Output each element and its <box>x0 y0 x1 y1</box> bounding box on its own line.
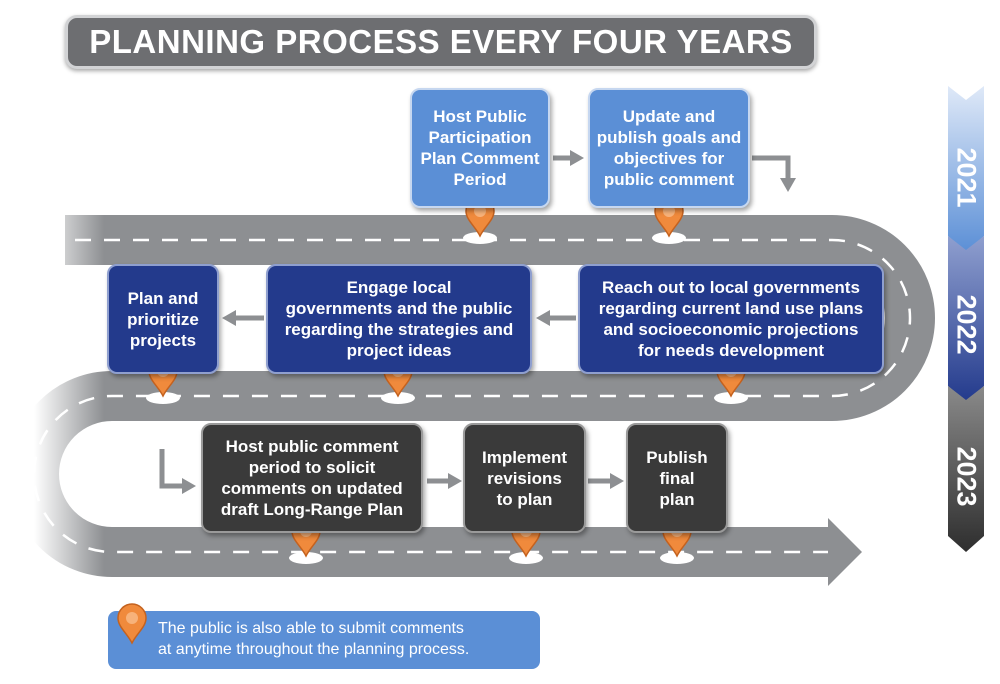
arrow-down-icon-head <box>780 178 796 192</box>
step-host-public-comment-draft: Host public comment period to solicit co… <box>201 423 423 533</box>
year-label-2022: 2022 <box>951 293 982 355</box>
arrow-left-icon-head <box>222 310 236 326</box>
step-plan-prioritize-projects: Plan and prioritize projects <box>107 264 219 374</box>
public-comment-note: The public is also able to submit commen… <box>108 611 540 669</box>
step-update-goals: Update and publish goals and objectives … <box>588 88 750 208</box>
year-label-2021: 2021 <box>951 146 982 208</box>
step-host-ppp-comment-period: Host Public Participation Plan Comment P… <box>410 88 550 208</box>
arrow-right-icon-head <box>610 473 624 489</box>
arrow-right-icon-head <box>570 150 584 166</box>
step-publish-final-plan: Publish final plan <box>626 423 728 533</box>
page-title: PLANNING PROCESS EVERY FOUR YEARS <box>89 23 793 60</box>
map-pin-icon <box>117 603 147 645</box>
arrow-down-icon <box>752 155 791 180</box>
title-banner: PLANNING PROCESS EVERY FOUR YEARS <box>65 15 817 69</box>
arrow-right-icon <box>159 449 184 489</box>
arrow-right-icon-head <box>448 473 462 489</box>
year-label-2023: 2023 <box>951 445 982 507</box>
step-reach-out-local-governments: Reach out to local governments regarding… <box>578 264 884 374</box>
step-engage-local-governments: Engage local governments and the public … <box>266 264 532 374</box>
step-implement-revisions: Implement revisions to plan <box>463 423 586 533</box>
arrow-left-icon-head <box>536 310 550 326</box>
arrow-right-icon-head <box>182 478 196 494</box>
road-arrowhead <box>828 518 862 586</box>
road-center-line <box>32 238 912 554</box>
